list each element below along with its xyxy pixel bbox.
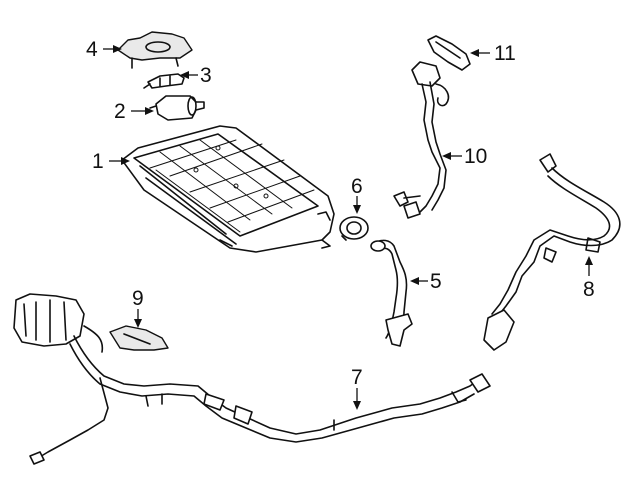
- callout-label-7: 7: [351, 366, 363, 389]
- callout-5: 5: [410, 270, 442, 293]
- callout-label-8: 8: [583, 278, 595, 301]
- callout-7: 7: [351, 366, 363, 410]
- callout-8: 8: [583, 256, 595, 301]
- part-4-bracket: [117, 31, 193, 69]
- callout-label-2: 2: [114, 100, 126, 123]
- part-5-vent-hose: [370, 239, 413, 347]
- part-1-battery-tray: [121, 125, 335, 253]
- part-6-grommet: [339, 216, 369, 241]
- callout-label-6: 6: [351, 175, 363, 198]
- callout-label-1: 1: [92, 150, 104, 173]
- callout-3: 3: [180, 64, 212, 87]
- callout-label-3: 3: [200, 64, 212, 87]
- callout-label-11: 11: [494, 42, 516, 65]
- callout-1: 1: [92, 150, 130, 173]
- part-2-relay: [149, 95, 205, 121]
- part-7-main-harness: [13, 293, 491, 465]
- callout-4: 4: [86, 38, 122, 61]
- part-3-bolt: [143, 73, 185, 89]
- callout-2: 2: [114, 100, 154, 123]
- part-10-harness: [393, 61, 450, 219]
- callout-6: 6: [351, 175, 363, 214]
- callout-label-5: 5: [430, 270, 442, 293]
- part-9-cover: [109, 325, 169, 351]
- callout-label-9: 9: [132, 287, 144, 310]
- callout-label-4: 4: [86, 38, 98, 61]
- callout-9: 9: [132, 287, 144, 328]
- callout-label-10: 10: [464, 145, 487, 168]
- callout-10: 10: [442, 145, 487, 168]
- callout-11: 11: [470, 42, 516, 65]
- part-8-cable: [483, 153, 621, 351]
- part-11-clip: [427, 35, 471, 71]
